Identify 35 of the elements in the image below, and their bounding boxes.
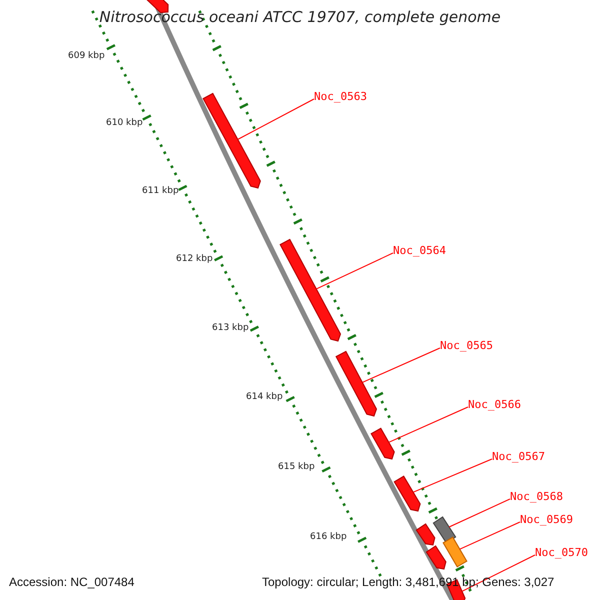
- title: Nitrosococcus oceani ATCC 19707, complete genome: [98, 10, 502, 25]
- gene-feature: [202, 92, 261, 189]
- scale-label: 609 kbp: [68, 52, 105, 61]
- leader-line: [459, 522, 520, 550]
- leader-line: [448, 498, 510, 528]
- gene-feature: [370, 428, 395, 460]
- gene-feature: [442, 536, 468, 568]
- leader-line: [362, 348, 440, 383]
- gene-label: Noc_0565: [440, 340, 493, 351]
- gene-label: Noc_0566: [468, 399, 521, 410]
- scale-label: 613 kbp: [212, 324, 249, 333]
- gene-feature: [416, 523, 436, 546]
- gene-label: Noc_0569: [520, 514, 573, 525]
- gene-feature: [432, 516, 456, 544]
- gene-feature: [335, 350, 378, 417]
- gene-label: Noc_0567: [492, 451, 545, 462]
- gene-label: Noc_0568: [510, 491, 563, 502]
- gene-label: Noc_0564: [393, 245, 446, 256]
- gene-label: Noc_0570: [535, 547, 588, 558]
- gene-feature: [394, 476, 421, 512]
- scale-label: 612 kbp: [176, 255, 213, 264]
- scale-label: 610 kbp: [106, 119, 143, 128]
- gene-label: Noc_0563: [314, 91, 367, 102]
- leader-line: [237, 98, 314, 140]
- scale-label: 611 kbp: [142, 187, 179, 196]
- leader-line: [316, 252, 394, 290]
- leader-line: [462, 554, 536, 592]
- gene-feature: [280, 238, 342, 342]
- scale-label: 616 kbp: [310, 533, 347, 542]
- leader-line: [388, 406, 468, 443]
- scale-label: 615 kbp: [278, 463, 315, 472]
- gene-feature: [426, 545, 446, 570]
- scale-label: 614 kbp: [246, 393, 283, 402]
- leader-line: [412, 458, 492, 493]
- accession-text: Accession: NC_007484: [9, 576, 134, 588]
